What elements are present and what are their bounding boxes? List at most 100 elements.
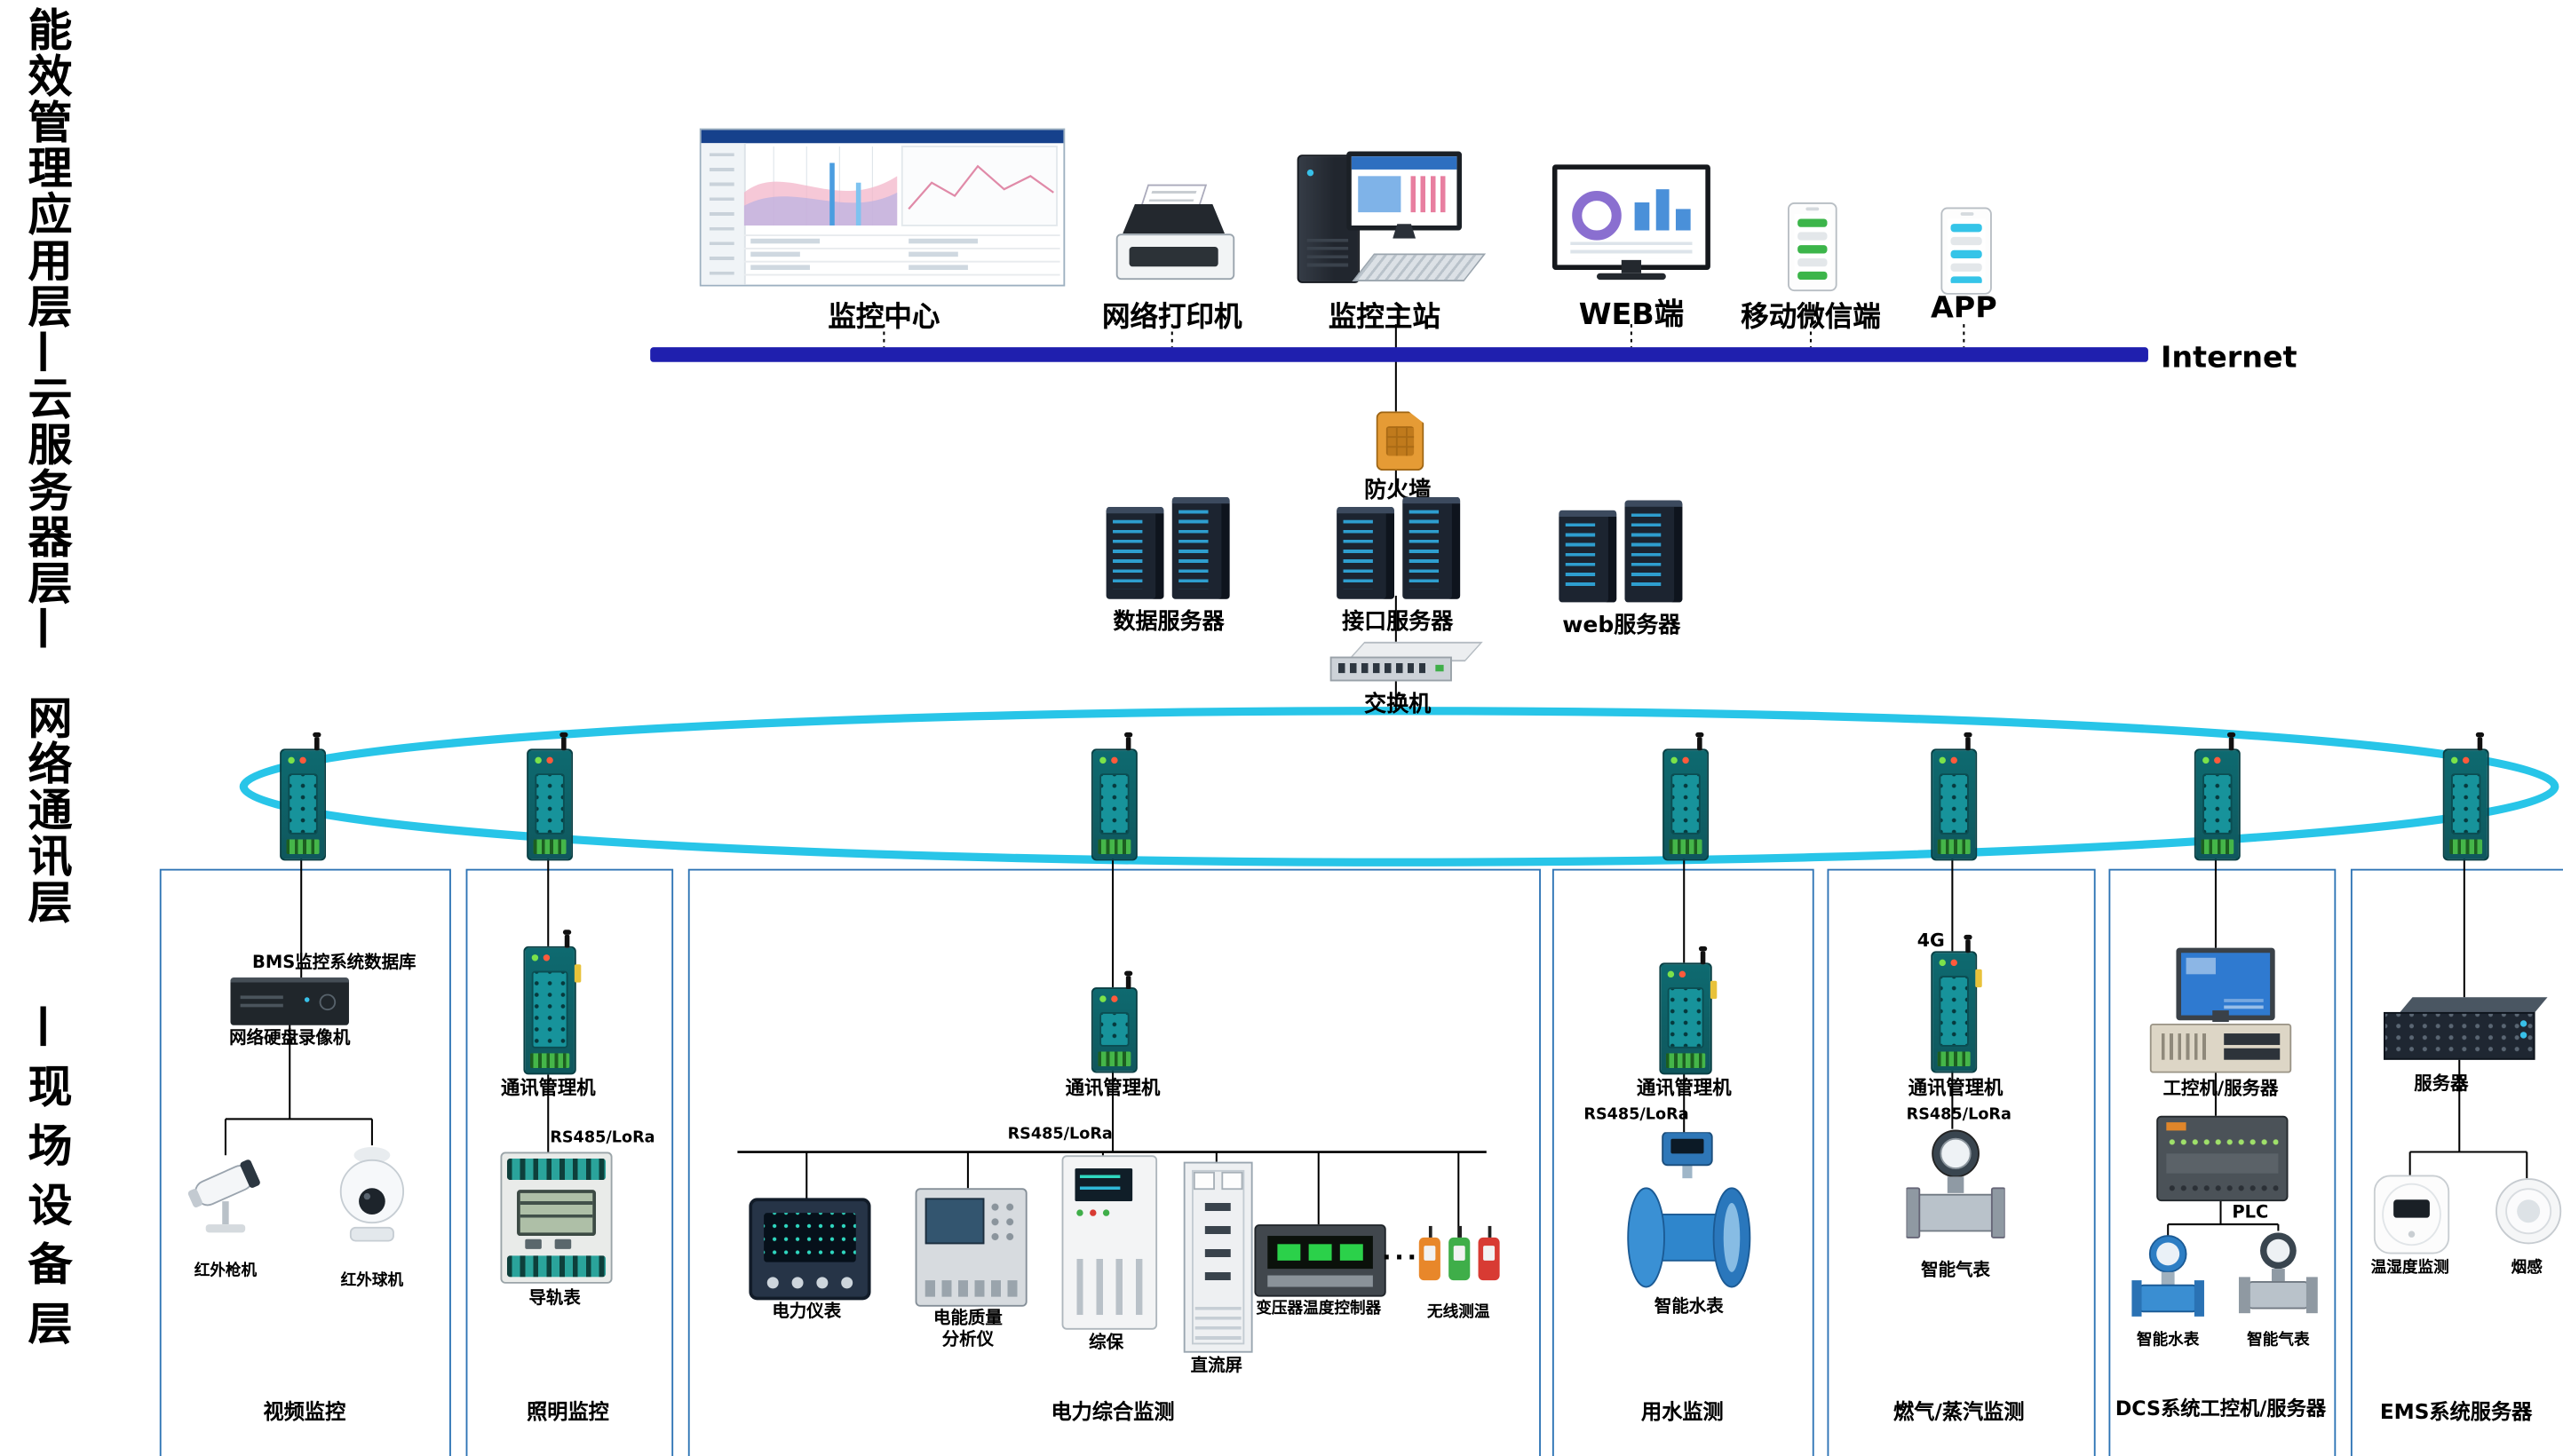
din-rail-meter-icon — [500, 1151, 613, 1284]
label-bus-power: RS485/LoRa — [1007, 1125, 1113, 1144]
screenshot-titlebar — [701, 130, 1064, 144]
switch-icon — [1329, 641, 1483, 682]
nvr-icon — [230, 977, 349, 1025]
label-protection: 综保 — [1089, 1333, 1124, 1353]
dcs-gas-meter-icon — [2238, 1232, 2318, 1314]
label-dc-panel: 直流屏 — [1190, 1356, 1243, 1376]
label-4g-tag: 4G — [1916, 930, 1945, 952]
label-dcs-gas-meter: 智能气表 — [2247, 1331, 2310, 1349]
internet-backbone-bar — [650, 347, 2148, 362]
label-wechat: 移动微信端 — [1741, 301, 1881, 335]
power-meter-icon — [749, 1198, 871, 1301]
label-printer: 网络打印机 — [1101, 301, 1242, 335]
wireless-sensor-red-icon — [1478, 1225, 1500, 1281]
quality-analyzer-icon — [915, 1188, 1028, 1307]
label-water-meter: 智能水表 — [1654, 1296, 1724, 1317]
wechat-phone-screen — [1794, 213, 1831, 281]
table-rows-icon — [1570, 241, 1693, 259]
firewall-chip-pad — [1385, 426, 1415, 456]
ring-gateway-video — [280, 732, 327, 861]
internet-label: Internet — [2161, 340, 2297, 376]
label-switch: 交换机 — [1364, 691, 1432, 718]
pc-screen — [1346, 151, 1462, 231]
gateway-gas — [1931, 934, 1982, 1073]
layer-label-field: —现场设备层 — [20, 1003, 71, 1360]
ring-gateway-dcs — [2194, 732, 2241, 861]
label-monitor-center: 监控中心 — [828, 301, 940, 335]
bullet-camera-icon — [187, 1159, 260, 1233]
bar-chart-icon — [1634, 185, 1691, 231]
label-plc: PLC — [2232, 1202, 2269, 1223]
screenshot-chart — [743, 146, 1060, 276]
plc-icon — [2156, 1115, 2289, 1202]
title-video-monitoring: 视频监控 — [263, 1398, 346, 1424]
screenshot-sidebar — [701, 143, 746, 285]
ems-server-icon — [2384, 997, 2548, 1060]
dcs-water-meter-icon — [2131, 1235, 2204, 1317]
title-ems-system: EMS系统服务器 — [2379, 1398, 2533, 1424]
pc-keyboard — [1352, 253, 1487, 281]
wechat-phone-icon — [1788, 202, 1837, 292]
ring-gateway-power — [1091, 732, 1138, 861]
pc-screen-chart — [1410, 176, 1451, 213]
printer-tray — [1129, 247, 1218, 267]
label-quality-analyzer: 电能质量 分析仪 — [932, 1308, 1003, 1350]
label-gateway-water: 通讯管理机 — [1636, 1076, 1732, 1100]
more-devices-dots: ··· — [1381, 1242, 1420, 1272]
dc-panel-icon — [1183, 1161, 1253, 1353]
label-web-terminal: WEB端 — [1578, 297, 1685, 333]
gateway-power — [1091, 970, 1138, 1073]
network-printer-icon — [1115, 184, 1235, 283]
web-terminal-monitor-icon — [1551, 164, 1710, 293]
monitor-neck — [1621, 259, 1642, 273]
label-rail-meter: 导轨表 — [528, 1288, 581, 1309]
label-dome-camera: 红外球机 — [340, 1271, 404, 1291]
protection-relay-icon — [1061, 1155, 1158, 1330]
title-water-monitoring: 用水监测 — [1641, 1398, 1724, 1424]
title-gas-monitoring: 燃气/蒸汽监测 — [1893, 1398, 2025, 1424]
label-web-server: web服务器 — [1562, 612, 1681, 639]
app-phone-screen — [1947, 218, 1986, 283]
wireless-sensor-green-icon — [1448, 1225, 1471, 1281]
master-station-workstation-icon — [1297, 145, 1487, 289]
gateway-lighting — [523, 930, 582, 1075]
web-server-icon — [1559, 497, 1687, 603]
wireless-sensor-orange-icon — [1418, 1225, 1440, 1281]
firewall-icon — [1376, 411, 1424, 471]
water-flowmeter-icon — [1627, 1132, 1751, 1288]
dome-camera-icon — [339, 1146, 405, 1242]
label-dcs-water-meter: 智能水表 — [2136, 1331, 2200, 1349]
ring-gateway-water — [1662, 732, 1710, 861]
ring-gateway-lighting — [527, 732, 574, 861]
donut-chart-icon — [1572, 191, 1622, 241]
app-phone-icon — [1940, 207, 1992, 295]
box-video-monitoring — [159, 868, 451, 1456]
title-power-monitoring: 电力综合监测 — [1051, 1398, 1175, 1424]
label-master-station: 监控主站 — [1328, 301, 1440, 335]
label-data-server: 数据服务器 — [1113, 608, 1225, 636]
label-ems-server: 服务器 — [2414, 1072, 2469, 1095]
gas-flowmeter-icon — [1906, 1129, 2005, 1238]
temp-humidity-sensor-icon — [2373, 1175, 2450, 1254]
industrial-pc-icon — [2149, 947, 2292, 1073]
pc-monitor-stand — [1393, 224, 1416, 239]
label-smoke: 烟感 — [2511, 1259, 2543, 1278]
label-temp-controller: 变压器温度控制器 — [1256, 1300, 1382, 1318]
label-app: APP — [1930, 291, 1997, 327]
ring-gateway-ems — [2442, 732, 2489, 861]
label-gateway-gas: 通讯管理机 — [1908, 1076, 2004, 1100]
title-dcs-system: DCS系统工控机/服务器 — [2115, 1397, 2327, 1420]
label-gateway-lighting: 通讯管理机 — [500, 1076, 596, 1100]
pc-monitor — [1346, 151, 1462, 248]
label-gateway-power: 通讯管理机 — [1065, 1076, 1161, 1100]
title-lighting-monitoring: 照明监控 — [527, 1398, 609, 1424]
label-bullet-camera: 红外枪机 — [194, 1262, 258, 1281]
smoke-detector-icon — [2496, 1178, 2562, 1245]
layer-label-app-cloud: 能效管理应用层—云服务器层— — [20, 6, 71, 653]
label-bus-water: RS485/LoRa — [1583, 1105, 1689, 1125]
label-bus-gas: RS485/LoRa — [1906, 1105, 2012, 1125]
data-server-icon — [1106, 494, 1235, 599]
label-ipc: 工控机/服务器 — [2162, 1078, 2279, 1100]
